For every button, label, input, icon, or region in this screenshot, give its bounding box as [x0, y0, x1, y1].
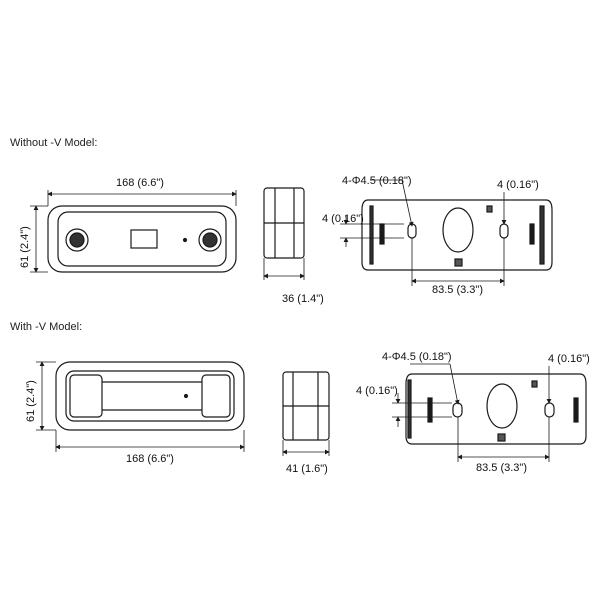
hole-label-without-v: 4-Φ4.5 (0.18")	[342, 175, 412, 187]
depth-dimension-with-v	[282, 440, 330, 456]
back-view-without-v	[361, 199, 553, 271]
width-label-without-v: 168 (6.6")	[116, 177, 164, 189]
back-dimensions-with-v	[392, 363, 552, 462]
depth-label-without-v: 36 (1.4")	[282, 293, 324, 305]
slot-left-label-without-v: 4 (0.16")	[322, 213, 364, 225]
width-dimension-with-v	[55, 430, 245, 452]
slot-left-label-with-v: 4 (0.16")	[356, 385, 398, 397]
front-view-without-v	[47, 205, 237, 273]
front-view-with-v	[55, 361, 245, 431]
depth-label-with-v: 41 (1.6")	[286, 463, 328, 475]
slot-right-label-without-v: 4 (0.16")	[497, 179, 539, 191]
spacing-label-without-v: 83.5 (3.3")	[432, 284, 483, 296]
height-label-with-v: 61 (2.4")	[25, 380, 37, 422]
width-label-with-v: 168 (6.6")	[126, 453, 174, 465]
height-dimension-without-v	[30, 205, 48, 273]
depth-dimension-without-v	[263, 258, 305, 280]
section-title-without-v: Without -V Model:	[10, 137, 97, 149]
hole-label-with-v: 4-Φ4.5 (0.18")	[382, 351, 452, 363]
section-title-with-v: With -V Model:	[10, 321, 82, 333]
side-view-with-v	[282, 371, 330, 441]
slot-right-label-with-v: 4 (0.16")	[548, 353, 590, 365]
side-view-without-v	[263, 187, 305, 259]
height-dimension-with-v	[36, 361, 56, 431]
spacing-label-with-v: 83.5 (3.3")	[476, 462, 527, 474]
back-view-with-v	[405, 373, 587, 445]
back-dimensions-without-v	[340, 179, 507, 286]
width-dimension-without-v	[47, 190, 237, 206]
height-label-without-v: 61 (2.4")	[19, 226, 31, 268]
